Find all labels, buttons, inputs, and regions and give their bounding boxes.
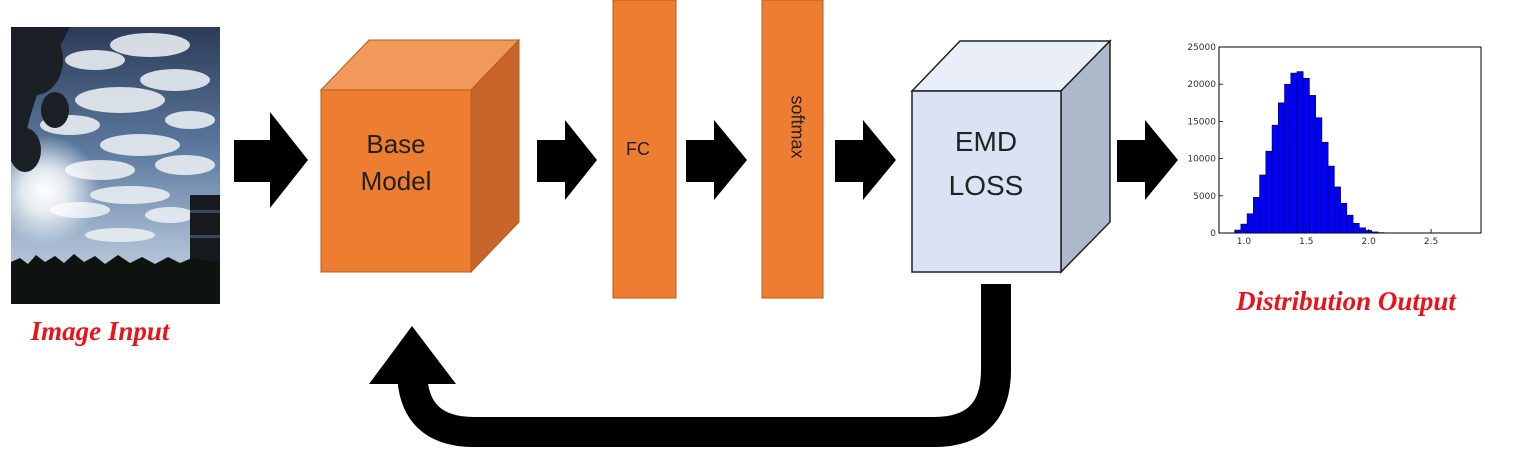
- histogram-bar: [1327, 165, 1335, 234]
- x-tick-label: 2.5: [1424, 237, 1438, 247]
- histogram-bar: [1246, 213, 1254, 234]
- histogram-bar: [1309, 95, 1316, 234]
- histogram-bar: [1253, 197, 1260, 234]
- base-model-block: Base Model: [319, 38, 521, 274]
- distribution-output-label: Distribution Output: [1235, 286, 1457, 316]
- histogram-bar: [1346, 214, 1354, 234]
- emd-loss-block: EMD LOSS: [910, 39, 1112, 274]
- softmax-label: softmax: [787, 95, 807, 158]
- arrow-icon: [835, 120, 896, 200]
- feedback-arrow-icon: [397, 284, 1011, 447]
- feedback-arrowhead-icon: [369, 326, 456, 384]
- histogram-bar: [1234, 229, 1242, 234]
- arrow-icon: [686, 120, 747, 200]
- histogram-bar: [1340, 202, 1348, 234]
- histogram-bar: [1284, 83, 1291, 234]
- y-tick-label: 5000: [1193, 192, 1216, 202]
- distribution-histogram: 0 5000 10000 15000 20000 25000 1.0 1.5 2.0 2.5: [1187, 43, 1482, 247]
- y-tick-label: 25000: [1187, 43, 1216, 53]
- y-tick-label: 20000: [1187, 80, 1216, 90]
- histogram-bar: [1296, 71, 1304, 234]
- softmax-layer-block: softmax: [761, 0, 824, 299]
- histogram-bar: [1315, 117, 1323, 234]
- x-tick-label: 1.0: [1237, 237, 1252, 247]
- histogram-bar: [1371, 231, 1379, 234]
- histogram-bar: [1290, 72, 1298, 234]
- histogram-bar: [1302, 77, 1310, 234]
- histogram-bar: [1321, 141, 1329, 234]
- emd-loss-label-line1: EMD: [955, 126, 1017, 157]
- image-input-label: Image Input: [30, 316, 171, 346]
- arrow-icon: [537, 120, 597, 200]
- histogram-bar: [1265, 150, 1273, 234]
- histogram-bar: [1259, 174, 1267, 234]
- histogram-bar: [1359, 227, 1366, 234]
- base-model-label-line1: Base: [366, 129, 425, 159]
- x-tick-label: 1.5: [1299, 237, 1313, 247]
- histogram-bar: [1271, 124, 1279, 234]
- histogram-bar: [1334, 186, 1341, 234]
- y-tick-label: 15000: [1187, 117, 1216, 127]
- y-tick-label: 10000: [1187, 155, 1216, 165]
- arrow-icon: [234, 112, 308, 208]
- input-photo: [11, 27, 220, 304]
- y-tick-label: 0: [1210, 229, 1216, 239]
- emd-loss-label-line2: LOSS: [949, 170, 1024, 201]
- histogram-bar: [1278, 102, 1285, 234]
- fc-label: FC: [626, 139, 650, 159]
- arrow-icon: [1117, 120, 1178, 200]
- base-model-label-line2: Model: [361, 166, 432, 196]
- histogram-bar: [1352, 223, 1360, 234]
- fc-layer-block: FC: [612, 0, 677, 299]
- x-tick-label: 2.0: [1362, 237, 1377, 247]
